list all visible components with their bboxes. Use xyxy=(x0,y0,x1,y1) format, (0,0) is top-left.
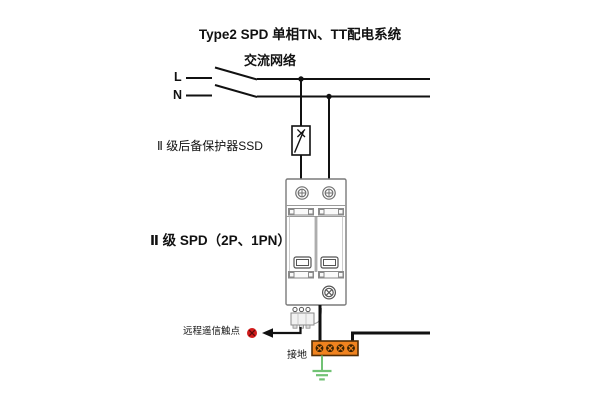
terminal-bars-bottom xyxy=(288,271,344,279)
ground-label: 接地 xyxy=(287,350,307,361)
protector-blade xyxy=(293,130,305,153)
status-window-right xyxy=(320,256,339,269)
neutral-line-label: N xyxy=(173,88,183,102)
backup-protector-label: Ⅱ 级后备保护器SSD xyxy=(157,139,263,153)
spd-housing xyxy=(285,178,347,306)
terminal-screw-slots xyxy=(316,345,354,351)
terminal-block-body xyxy=(311,340,359,357)
junction-dot-neutral xyxy=(326,93,332,100)
live-switch-blade xyxy=(214,66,258,81)
junction-dot-live xyxy=(298,76,304,82)
neutral-switch-blade xyxy=(214,84,258,98)
ground-symbol-icon xyxy=(312,355,332,381)
backup-protector-symbol xyxy=(291,125,311,156)
remote-contact-wire xyxy=(266,327,302,335)
status-window-left xyxy=(293,256,312,269)
module-divider xyxy=(314,216,318,272)
spd-device xyxy=(285,178,347,329)
terminal-bars-top xyxy=(288,208,344,216)
ac-power-lines xyxy=(186,66,430,179)
page-title: Type2 SPD 单相TN、TT配电系统 xyxy=(198,27,402,42)
remote-signal-connector xyxy=(290,306,322,329)
ground-terminal-block xyxy=(311,340,359,357)
remote-contact-label: 远程遥信触点 xyxy=(183,326,241,337)
screw-terminal-bottom-icon xyxy=(322,285,337,300)
screw-terminal-right-icon xyxy=(322,186,336,200)
screw-terminal-left-icon xyxy=(295,186,309,200)
arrowhead-icon xyxy=(262,328,273,338)
protector-x-mark xyxy=(296,128,306,138)
ac-network-label: 交流网络 xyxy=(244,53,297,68)
pe-wire-from-right xyxy=(351,331,430,341)
module-edge-lines xyxy=(289,216,343,272)
remote-contact-dot-icon xyxy=(247,328,257,338)
spd-label: Ⅱ 级 SPD（2P、1PN） xyxy=(150,233,291,248)
live-line-label: L xyxy=(174,70,182,84)
